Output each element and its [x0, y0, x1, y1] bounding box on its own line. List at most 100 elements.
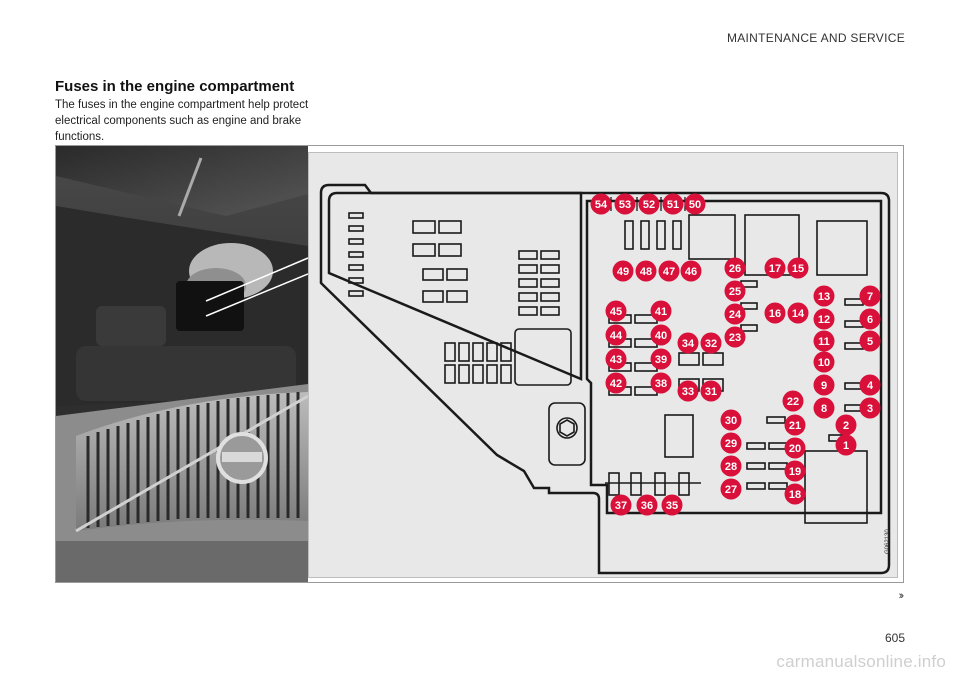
fuse-badge-circle — [638, 193, 660, 215]
fuse-badge-circle — [859, 285, 881, 307]
fuse-box-diagram: 5453525150494847462617152524161423454144… — [319, 183, 891, 575]
fuse-badge-21: 21 — [784, 414, 806, 436]
fuse-badge-circle — [605, 372, 627, 394]
fuse-badge-circle — [720, 478, 742, 500]
fuse-badge-53: 53 — [614, 193, 636, 215]
fuse-badge-label: 20 — [789, 443, 801, 455]
fuse-badge-label: 41 — [655, 306, 667, 318]
fuse-badge-circle — [720, 455, 742, 477]
fuse-badge-circle — [650, 348, 672, 370]
fuse-badge-34: 34 — [677, 332, 699, 354]
fuse-badge-8: 8 — [813, 397, 835, 419]
fuse-badge-label: 48 — [640, 266, 652, 278]
fuse-badge-label: 2 — [843, 420, 849, 432]
fuse-badge-label: 46 — [685, 266, 697, 278]
fuse-badge-20: 20 — [784, 437, 806, 459]
fuse-badge-label: 19 — [789, 466, 801, 478]
fuse-badge-7: 7 — [859, 285, 881, 307]
fuse-badge-label: 12 — [818, 314, 830, 326]
fuse-badge-circle — [724, 326, 746, 348]
fuse-badge-12: 12 — [813, 308, 835, 330]
fuse-badge-6: 6 — [859, 308, 881, 330]
fuse-badge-27: 27 — [720, 478, 742, 500]
fuse-badge-circle — [590, 193, 612, 215]
fuse-badge-label: 16 — [769, 308, 781, 320]
fuse-badge-circle — [650, 372, 672, 394]
fuse-badge-label: 5 — [867, 336, 873, 348]
fuse-badge-51: 51 — [662, 193, 684, 215]
fuse-badge-circle — [835, 414, 857, 436]
fuse-badge-circle — [813, 330, 835, 352]
fuse-badge-circle — [813, 374, 835, 396]
fuse-badge-25: 25 — [724, 280, 746, 302]
fuse-badge-circle — [700, 380, 722, 402]
fuse-badge-29: 29 — [720, 432, 742, 454]
fuse-badge-label: 15 — [792, 263, 804, 275]
fuse-badge-label: 42 — [610, 378, 622, 390]
fuse-badge-circle — [605, 300, 627, 322]
fuse-badge-26: 26 — [724, 257, 746, 279]
fuse-badge-circle — [635, 260, 657, 282]
fuse-badge-circle — [784, 460, 806, 482]
fuse-badge-label: 11 — [818, 336, 830, 348]
fuse-badge-circle — [610, 494, 632, 516]
fuse-badge-label: 9 — [821, 380, 827, 392]
fuse-badge-32: 32 — [700, 332, 722, 354]
fuse-badge-4: 4 — [859, 374, 881, 396]
fuse-badge-label: 50 — [689, 199, 701, 211]
fuse-badge-label: 45 — [610, 306, 622, 318]
fuse-badge-label: 34 — [682, 338, 695, 350]
fuse-badge-label: 51 — [667, 199, 679, 211]
fuse-badge-16: 16 — [764, 302, 786, 324]
fuse-badge-13: 13 — [813, 285, 835, 307]
fuse-badge-circle — [677, 332, 699, 354]
fuse-badge-5: 5 — [859, 330, 881, 352]
fuse-badge-24: 24 — [724, 303, 746, 325]
fuse-badge-50: 50 — [684, 193, 706, 215]
fuse-badge-43: 43 — [605, 348, 627, 370]
fuse-badge-35: 35 — [661, 494, 683, 516]
fuse-badge-circle — [784, 483, 806, 505]
fuse-badge-label: 4 — [867, 380, 874, 392]
fuse-badge-label: 47 — [663, 266, 675, 278]
fuse-badge-label: 27 — [725, 484, 737, 496]
fuse-badge-label: 39 — [655, 354, 667, 366]
fuse-badge-label: 54 — [595, 199, 608, 211]
fuse-badge-47: 47 — [658, 260, 680, 282]
fuse-badge-38: 38 — [650, 372, 672, 394]
fuse-badge-circle — [677, 380, 699, 402]
fuse-badge-label: 14 — [792, 308, 805, 320]
fuse-badge-circle — [859, 330, 881, 352]
fuse-badge-42: 42 — [605, 372, 627, 394]
fuse-badge-label: 3 — [867, 403, 873, 415]
fuse-badge-label: 30 — [725, 415, 737, 427]
fuse-badge-label: 23 — [729, 332, 741, 344]
fuse-badge-circle — [700, 332, 722, 354]
fuse-badge-label: 32 — [705, 338, 717, 350]
fuse-badge-label: 40 — [655, 330, 667, 342]
fuse-badge-label: 37 — [615, 500, 627, 512]
section-title: Fuses in the engine compartment — [55, 78, 295, 95]
figure-code: G062130 — [885, 529, 891, 554]
fuse-badge-label: 28 — [725, 461, 737, 473]
fuse-badge-circle — [764, 302, 786, 324]
fuse-badge-circle — [724, 303, 746, 325]
fuse-badge-circle — [684, 193, 706, 215]
watermark: carmanualsonline.info — [776, 652, 946, 671]
fuse-badge-44: 44 — [605, 324, 627, 346]
fuse-badge-39: 39 — [650, 348, 672, 370]
fuse-badge-2: 2 — [835, 414, 857, 436]
fuse-badge-54: 54 — [590, 193, 612, 215]
fuse-badge-label: 38 — [655, 378, 667, 390]
fuse-badge-label: 7 — [867, 291, 873, 303]
fuse-badge-circle — [813, 285, 835, 307]
fuse-badge-1: 1 — [835, 434, 857, 456]
fuse-badge-23: 23 — [724, 326, 746, 348]
fuse-badge-48: 48 — [635, 260, 657, 282]
fuse-badge-label: 18 — [789, 489, 801, 501]
fuse-badge-label: 24 — [729, 309, 742, 321]
fuse-badge-circle — [813, 397, 835, 419]
fuse-badge-49: 49 — [612, 260, 634, 282]
